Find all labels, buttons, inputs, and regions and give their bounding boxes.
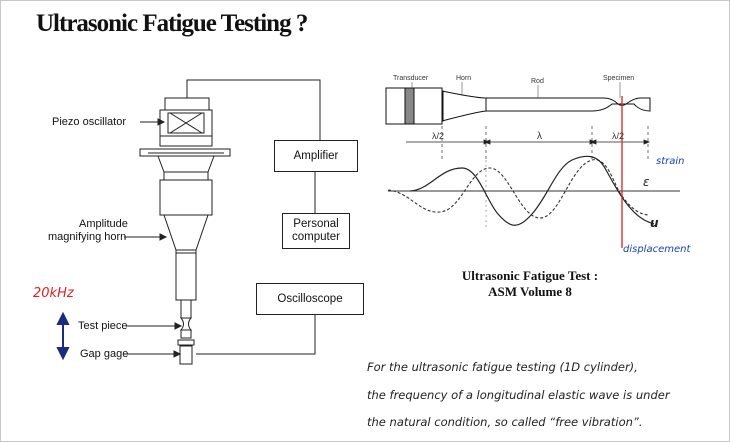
transducer-rod-specimen bbox=[385, 87, 651, 125]
amplifier-label: Amplifier bbox=[293, 149, 339, 162]
strain-curve bbox=[387, 159, 649, 219]
caption-line2: ASM Volume 8 bbox=[488, 284, 572, 299]
test-piece bbox=[179, 317, 193, 331]
test-piece-label: Test piece bbox=[78, 320, 128, 332]
oscillator-cap bbox=[164, 97, 210, 111]
gap-gage bbox=[179, 345, 193, 365]
horn-label-line2: magnifying horn bbox=[48, 231, 127, 243]
vibration-direction-arrow bbox=[56, 311, 70, 361]
half-lambda-right-label: λ/2 bbox=[612, 131, 625, 141]
horn-label-line1: Amplitude bbox=[79, 218, 128, 230]
half-lambda-left-label: λ/2 bbox=[432, 131, 445, 141]
magnifying-horn bbox=[163, 214, 209, 251]
displacement-label: displacement bbox=[623, 244, 691, 255]
specimen-label: Specimen bbox=[603, 75, 635, 82]
strain-label: strain bbox=[656, 156, 685, 167]
page-title: Ultrasonic Fatigue Testing ? bbox=[36, 10, 308, 37]
gap-gage-label: Gap gage bbox=[80, 348, 129, 360]
frequency-label: 20kHz bbox=[33, 286, 74, 301]
u-label: u bbox=[650, 216, 659, 230]
note-line2: the frequency of a longitudinal elastic … bbox=[367, 388, 670, 402]
piezo-oscillator-label: Piezo oscillator bbox=[52, 116, 126, 128]
epsilon-label: ε bbox=[643, 175, 650, 189]
wiring bbox=[186, 79, 321, 355]
caption-line1: Ultrasonic Fatigue Test : bbox=[461, 268, 599, 283]
displacement-curve bbox=[409, 155, 655, 226]
note-line3: the natural condition, so called “free v… bbox=[367, 415, 643, 429]
figure-caption: Ultrasonic Fatigue Test : ASM Volume 8 bbox=[440, 268, 620, 300]
amplifier-box: Amplifier bbox=[274, 140, 358, 172]
personal-computer-box: Personal computer bbox=[282, 213, 350, 249]
computer-label-line1: Personal bbox=[293, 218, 339, 230]
horn-top-label: Horn bbox=[456, 75, 472, 82]
transducer-label: Transducer bbox=[393, 75, 429, 82]
oscilloscope-box: Oscilloscope bbox=[256, 283, 364, 315]
rod-label: Rod bbox=[531, 78, 544, 85]
computer-label-line2: computer bbox=[292, 231, 340, 243]
horn-body bbox=[159, 179, 213, 216]
oscilloscope-label: Oscilloscope bbox=[277, 292, 343, 305]
note-line1: For the ultrasonic fatigue testing (1D c… bbox=[367, 360, 638, 374]
lambda-label: λ bbox=[537, 131, 542, 142]
